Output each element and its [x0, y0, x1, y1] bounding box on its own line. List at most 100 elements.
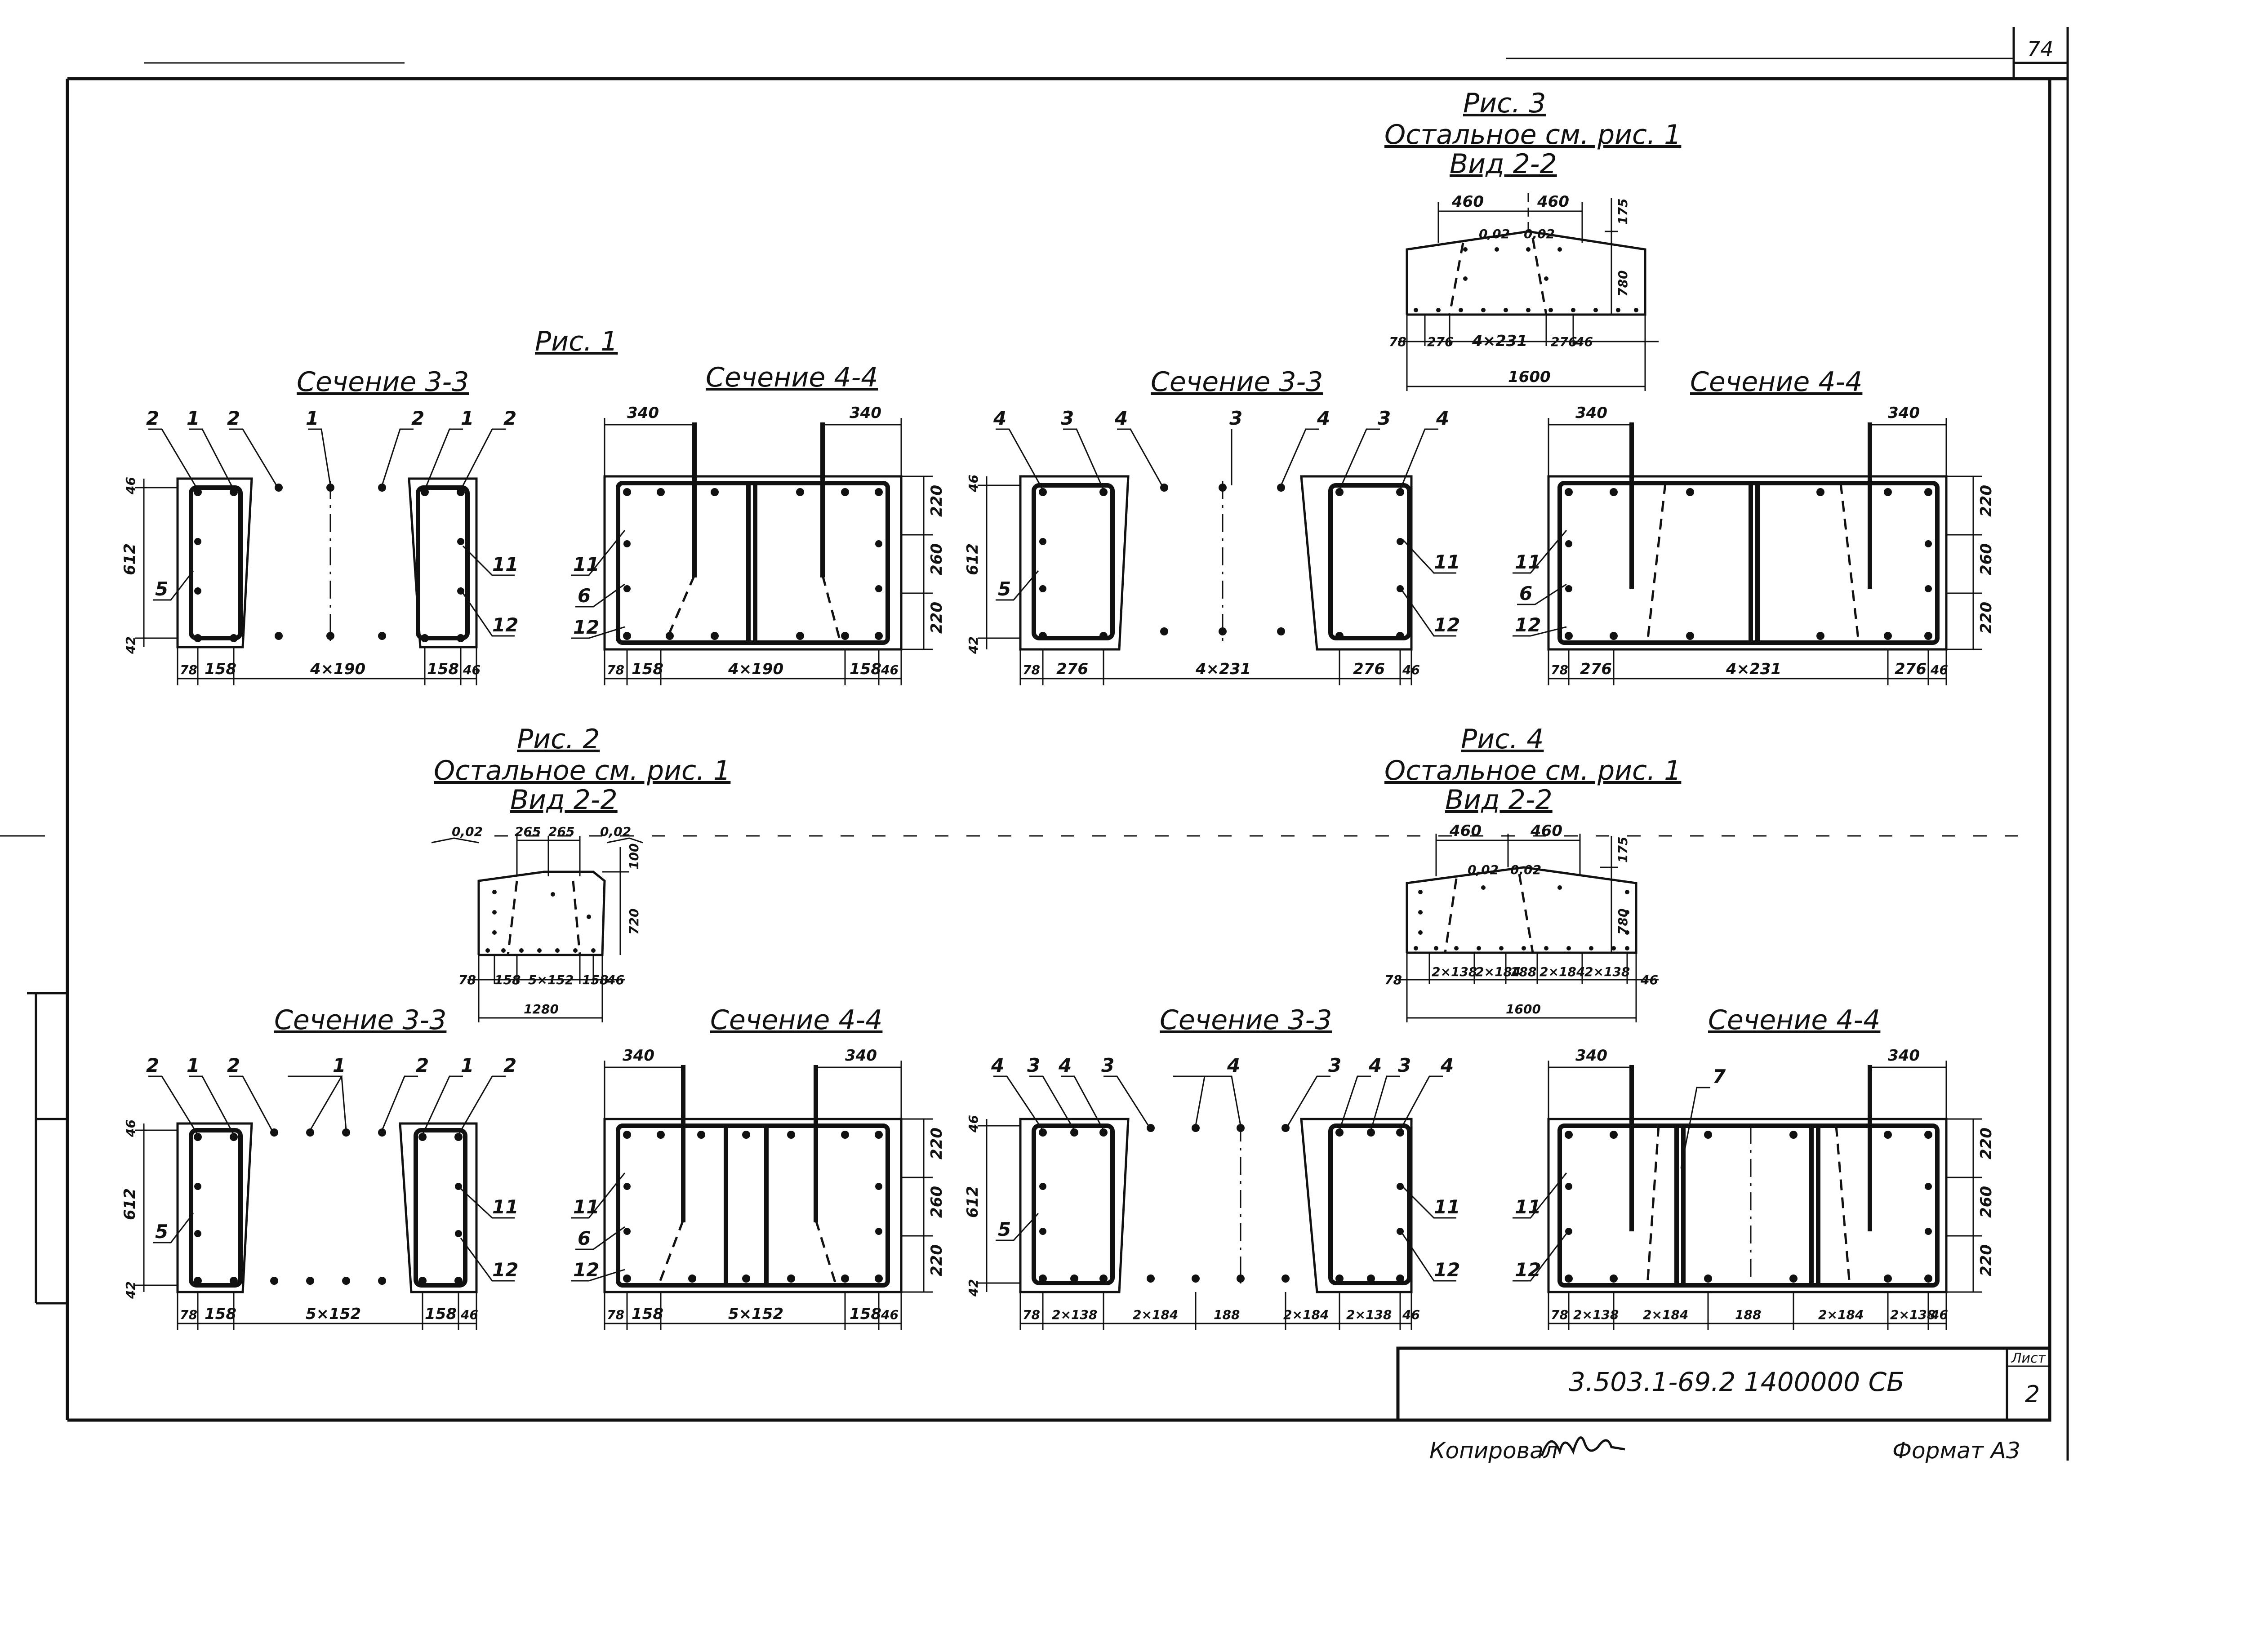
- fig1-section-3-3-wide: Сечение 3-3 4 3 4 3 4 3 4 5 11 12: [964, 366, 1460, 685]
- fig1-sec-c-mark-1: 4: [993, 407, 1006, 429]
- fig4-slope-2: 0,02: [1510, 862, 1541, 877]
- fig3-title: Рис. 3: [1463, 88, 1546, 119]
- fig4-bottom-dim-2: 2×138: [1432, 964, 1477, 979]
- fig4-sec-a-mark-5-side: 5: [998, 1218, 1011, 1240]
- fig1-sec-c-b5: 46: [1402, 662, 1420, 677]
- fig2-side-dim-2: 720: [627, 909, 641, 935]
- fig1-sec-b-b2: 158: [632, 660, 663, 678]
- fig2-overall: 1280: [524, 1002, 559, 1017]
- fig4-sec-b-title: Сечение 4-4: [1708, 1004, 1880, 1036]
- fig4-sec-a-b4: 188: [1214, 1307, 1240, 1322]
- fig4-sec-b-mark-11: 11: [1515, 1196, 1541, 1218]
- fig4-sec-b-top-2: 340: [1888, 1047, 1920, 1065]
- fig3-overall: 1600: [1508, 368, 1551, 386]
- fig1-sec-b-h1: 220: [928, 485, 946, 517]
- sheet-format: Формат А3: [1892, 1438, 2020, 1464]
- fig1-sec-c-bars: [1039, 484, 1404, 640]
- fig4-sec-b-b2: 2×138: [1573, 1307, 1619, 1322]
- fig1-sec-a-mark-5-side: 5: [155, 578, 168, 600]
- fig2-sec-a-mark-1: 2: [146, 1054, 159, 1076]
- fig4-section-3-3: Сечение 3-3 4 3 4 3 4 3 4 3 4 5 11: [964, 1004, 1460, 1330]
- fig2-sec-a-mark-3: 2: [227, 1054, 240, 1076]
- fig4-sec-b-top-1: 340: [1575, 1047, 1607, 1065]
- fig3-top-dim-1: 460: [1451, 193, 1484, 211]
- fig4-sec-a-mark-5: 4: [1227, 1054, 1240, 1076]
- fig1-section-3-3: Сечение 3-3 2 1 2 1 2 1 2 5 11 12: [121, 366, 518, 685]
- fig2-title: Рис. 2: [517, 724, 600, 755]
- fig1-sec-a-mark-11: 11: [492, 553, 518, 575]
- fig2-sec-b-b5: 46: [881, 1307, 899, 1322]
- fig1-sec-d-h3: 220: [1977, 602, 1995, 634]
- fig1-section-4-4: Сечение 4-4 340 340 11 6 12: [571, 362, 946, 685]
- fig2-sec-b-top-2: 340: [845, 1047, 877, 1065]
- fig2-view-label: Вид 2-2: [510, 784, 618, 816]
- fig4-sec-a-mark-9: 4: [1440, 1054, 1454, 1076]
- fig2-top-dim-1: 265: [515, 824, 541, 839]
- fig4-sec-b-h3: 220: [1977, 1244, 1995, 1276]
- fig1-sec-b-b4: 158: [850, 660, 881, 678]
- fig2-sec-b-mark-6: 6: [578, 1227, 591, 1249]
- fig1-sec-c-h3: 42: [966, 636, 981, 654]
- fig2-sec-a-b3: 5×152: [306, 1305, 361, 1323]
- fig1-sec-b-top-2: 340: [850, 404, 881, 422]
- fig4-sec-b-b6: 2×138: [1890, 1307, 1936, 1322]
- fig1-sec-a-mark-5: 2: [411, 407, 424, 429]
- fig1-sec-d-b2: 276: [1580, 660, 1612, 678]
- fig4-bottom-dim-1: 78: [1384, 973, 1402, 987]
- fig2-bottom-dim-3: 5×152: [528, 973, 574, 987]
- fig4-sec-a-mark-1: 4: [991, 1054, 1004, 1076]
- fig3-view-label: Вид 2-2: [1450, 148, 1557, 180]
- fig4-sec-a-title: Сечение 3-3: [1160, 1004, 1332, 1036]
- fig2-section-3-3: Сечение 3-3 2 1 2 1 2 1 2 5 11 12 4: [121, 1004, 518, 1330]
- fig4-sec-a-b7: 46: [1402, 1307, 1420, 1322]
- fig1-sec-d-title: Сечение 4-4: [1690, 366, 1862, 398]
- fig2-sec-a-mark-11: 11: [492, 1196, 518, 1218]
- fig4-sec-a-mark-2: 3: [1027, 1054, 1040, 1076]
- fig2-sec-b-title: Сечение 4-4: [710, 1004, 882, 1036]
- fig1-sec-b-bars: [623, 488, 883, 640]
- fig2-sec-a-mark-6: 1: [461, 1054, 474, 1076]
- fig2-sec-a-mark-2: 1: [187, 1054, 200, 1076]
- fig2-sec-a-b4: 158: [425, 1305, 457, 1323]
- fig4-sec-a-b3: 2×184: [1133, 1307, 1178, 1322]
- fig2-sec-a-mark-12: 12: [492, 1259, 518, 1281]
- fig4-sec-a-b2: 2×138: [1052, 1307, 1097, 1322]
- fig4-bottom-dim-3: 2×184: [1475, 964, 1521, 979]
- fig4-sec-a-mark-7: 4: [1368, 1054, 1382, 1076]
- fig1-sec-a-h1: 46: [123, 477, 138, 495]
- fig3-top-dim-2: 460: [1537, 193, 1569, 211]
- fig2-sec-a-mark-4: 1: [333, 1054, 346, 1076]
- fig4-sec-b-b5: 2×184: [1818, 1307, 1864, 1322]
- fig3-bottom-dim-3: 4×231: [1472, 332, 1527, 350]
- sheet-corner-number: 74: [2027, 37, 2054, 61]
- fig4-sec-a-mark-11: 11: [1434, 1196, 1460, 1218]
- fig4-subtitle: Остальное см. рис. 1: [1384, 755, 1681, 786]
- fig4-bar-dots: [1414, 885, 1629, 950]
- copied-by: Копировал: [1429, 1438, 1558, 1464]
- fig2-sec-a-title: Сечение 3-3: [274, 1004, 446, 1036]
- fig1-sec-a-mark-7: 2: [503, 407, 516, 429]
- fig4-top-dim-2: 460: [1530, 822, 1562, 840]
- fig1-sec-a-b5: 46: [463, 662, 481, 677]
- fig1-sec-a-h3: 42: [123, 636, 138, 654]
- fig4-bottom-dim-7: 46: [1640, 973, 1658, 987]
- fig2-sec-b-top-1: 340: [623, 1047, 654, 1065]
- fig3-subtitle: Остальное см. рис. 1: [1384, 119, 1681, 151]
- fig4-overall: 1600: [1506, 1002, 1541, 1017]
- fig3-bottom-dim-5: 46: [1575, 334, 1593, 349]
- fig4-sec-b-b3: 2×184: [1643, 1307, 1688, 1322]
- fig4-sec-b-mark-7: 7: [1713, 1066, 1726, 1088]
- fig1-sec-c-b1: 78: [1023, 662, 1040, 677]
- fig1-sec-b-b3: 4×190: [728, 660, 783, 678]
- fig1-sec-d-h1: 220: [1977, 485, 1995, 517]
- fig1-sec-c-b2: 276: [1056, 660, 1088, 678]
- fig2-sec-a-mark-7: 2: [503, 1054, 516, 1076]
- fig1-sec-c-mark-11: 11: [1434, 551, 1460, 573]
- fig4-sec-a-mark-3: 4: [1058, 1054, 1072, 1076]
- fig1-sec-b-mark-11: 11: [573, 553, 599, 575]
- fig2-sec-a-mark-5-side: 5: [155, 1221, 168, 1243]
- fig3-slope-2: 0,02: [1524, 226, 1555, 241]
- fig2-slope-1: 0,02: [452, 824, 483, 839]
- fig2-bottom-dim-2: 158: [494, 973, 521, 987]
